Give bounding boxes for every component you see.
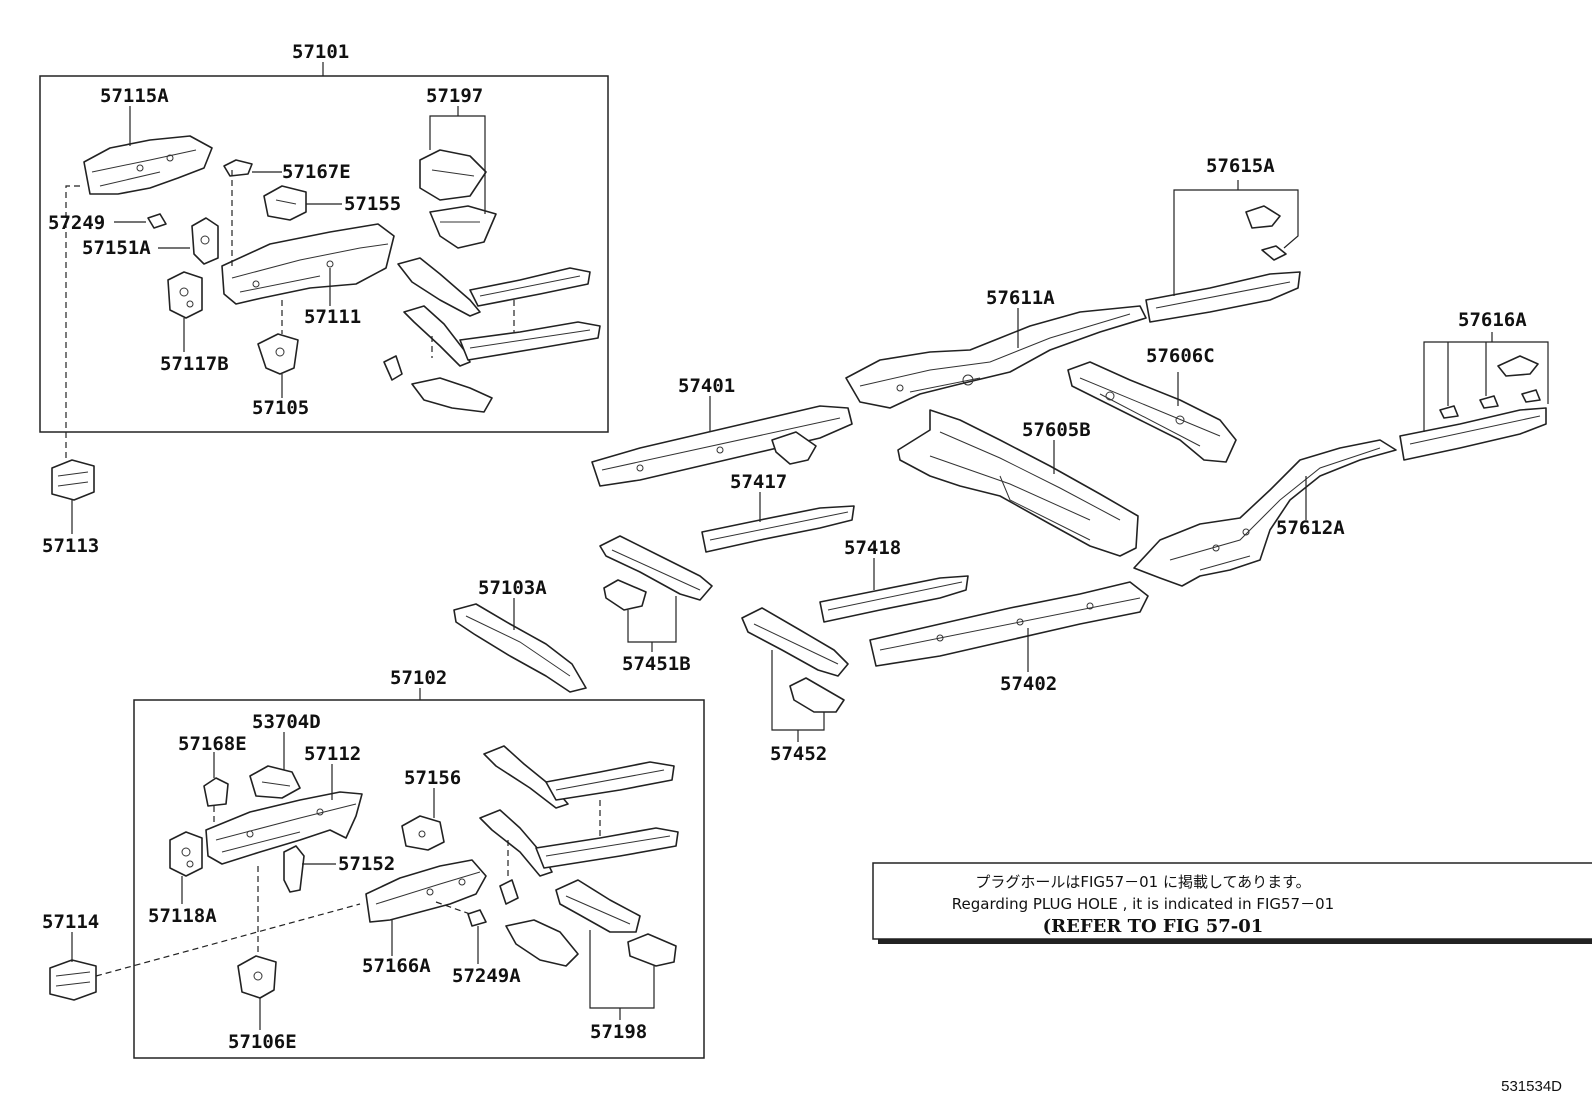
part-57105[interactable] <box>257 333 299 375</box>
diagram-code: 531534D <box>1501 1078 1562 1095</box>
part-57616a[interactable] <box>1399 355 1547 461</box>
label-57168e[interactable]: 57168E <box>178 733 247 755</box>
label-57616a[interactable]: 57616A <box>1458 309 1527 331</box>
label-57156[interactable]: 57156 <box>404 767 461 789</box>
label-57155[interactable]: 57155 <box>344 193 401 215</box>
label-57197[interactable]: 57197 <box>426 85 483 107</box>
part-57451b[interactable] <box>599 535 713 611</box>
label-57103a[interactable]: 57103A <box>478 577 547 599</box>
part-57611a[interactable] <box>845 305 1147 409</box>
part-57249[interactable] <box>147 213 167 229</box>
part-57152[interactable] <box>283 845 305 893</box>
label-57106e[interactable]: 57106E <box>228 1031 297 1053</box>
part-57167e[interactable] <box>223 159 253 177</box>
label-57102[interactable]: 57102 <box>390 667 447 689</box>
part-57612a[interactable] <box>1133 439 1397 587</box>
label-57402[interactable]: 57402 <box>1000 673 1057 695</box>
label-57198[interactable]: 57198 <box>590 1021 647 1043</box>
part-57452[interactable] <box>741 607 849 713</box>
part-upper-rail-b[interactable] <box>403 305 601 367</box>
group-box-57101 <box>39 75 609 433</box>
label-57417[interactable]: 57417 <box>730 471 787 493</box>
part-upper-rail-a[interactable] <box>397 257 591 317</box>
label-53704d[interactable]: 53704D <box>252 711 321 733</box>
part-57402[interactable] <box>869 581 1149 667</box>
part-57197[interactable] <box>419 149 497 249</box>
part-upper-floor-piece[interactable] <box>411 377 493 413</box>
label-57401[interactable]: 57401 <box>678 375 735 397</box>
label-57113[interactable]: 57113 <box>42 535 99 557</box>
label-57101[interactable]: 57101 <box>292 41 349 63</box>
part-57115a[interactable] <box>83 135 213 195</box>
label-57615a[interactable]: 57615A <box>1206 155 1275 177</box>
group-box-57102 <box>133 699 705 1059</box>
label-57115a[interactable]: 57115A <box>100 85 169 107</box>
part-upper-small-bracket[interactable] <box>383 355 403 381</box>
part-57106e[interactable] <box>237 955 277 999</box>
label-57249[interactable]: 57249 <box>48 212 105 234</box>
part-57156[interactable] <box>401 815 445 851</box>
note-box <box>872 862 1592 940</box>
label-57605b[interactable]: 57605B <box>1022 419 1091 441</box>
part-57198[interactable] <box>555 879 677 967</box>
part-57117b[interactable] <box>167 271 203 319</box>
part-57113[interactable] <box>51 459 95 501</box>
label-57249a[interactable]: 57249A <box>452 965 521 987</box>
label-57118a[interactable]: 57118A <box>148 905 217 927</box>
part-57401[interactable] <box>591 405 853 487</box>
label-57105[interactable]: 57105 <box>252 397 309 419</box>
label-57612a[interactable]: 57612A <box>1276 517 1345 539</box>
note-line-en: Regarding PLUG HOLE , it is indicated in… <box>952 895 1334 913</box>
part-57606c[interactable] <box>1067 361 1237 463</box>
part-57114[interactable] <box>49 959 97 1001</box>
part-57151a[interactable] <box>191 217 219 265</box>
note-line-ref[interactable]: (REFER TO FIG 57-01 <box>1043 916 1264 937</box>
part-57111[interactable] <box>221 223 395 305</box>
part-53704d[interactable] <box>249 765 301 799</box>
part-57155[interactable] <box>263 185 307 221</box>
label-57167e[interactable]: 57167E <box>282 161 351 183</box>
label-57114[interactable]: 57114 <box>42 911 99 933</box>
part-57615a[interactable] <box>1145 205 1301 323</box>
label-57418[interactable]: 57418 <box>844 537 901 559</box>
label-57111[interactable]: 57111 <box>304 306 361 328</box>
label-57611a[interactable]: 57611A <box>986 287 1055 309</box>
label-57452[interactable]: 57452 <box>770 743 827 765</box>
label-57152[interactable]: 57152 <box>338 853 395 875</box>
part-lower-rail-a[interactable] <box>483 745 675 809</box>
part-57418[interactable] <box>819 575 969 623</box>
part-57118a[interactable] <box>169 831 203 877</box>
part-lower-rail-b[interactable] <box>479 809 679 877</box>
part-57605b[interactable] <box>897 409 1139 557</box>
label-57117b[interactable]: 57117B <box>160 353 229 375</box>
part-57168e[interactable] <box>203 777 229 807</box>
note-line-jp: プラグホールはFIG57－01 に掲載してあります。 <box>975 873 1310 891</box>
part-lower-floor-piece[interactable] <box>505 919 579 967</box>
part-57112[interactable] <box>205 791 363 865</box>
label-57606c[interactable]: 57606C <box>1146 345 1215 367</box>
label-57151a[interactable]: 57151A <box>82 237 151 259</box>
part-57103a[interactable] <box>453 603 587 693</box>
label-57166a[interactable]: 57166A <box>362 955 431 977</box>
part-lower-small-bracket[interactable] <box>499 879 519 905</box>
part-57249a[interactable] <box>467 909 487 927</box>
part-57166a[interactable] <box>365 859 487 923</box>
label-57112[interactable]: 57112 <box>304 743 361 765</box>
label-57451b[interactable]: 57451B <box>622 653 691 675</box>
part-57417[interactable] <box>701 505 855 553</box>
